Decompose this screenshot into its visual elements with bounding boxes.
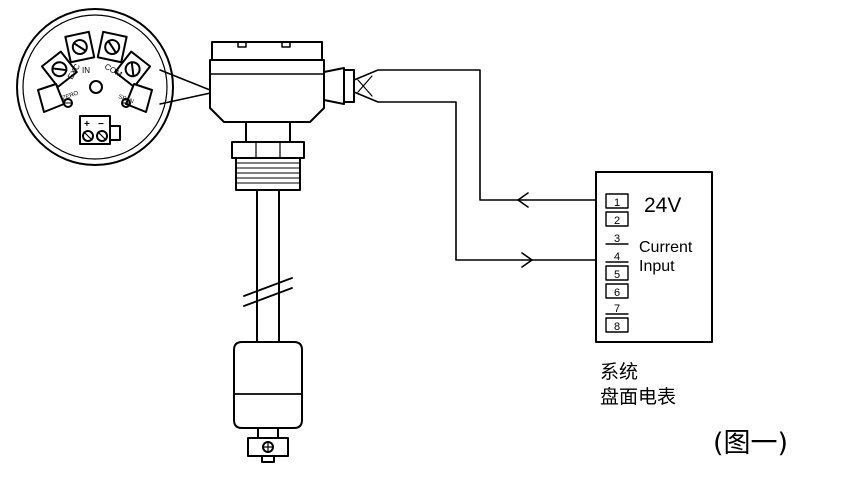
terminal-5-label: 5 [614,269,620,281]
meter-caption-line-1: 系统 [600,361,638,383]
housing-neck [245,121,291,143]
terminal-block-inner-ring [22,14,168,160]
terminal-2-box [605,211,629,227]
housing-body [209,59,325,123]
figure-label: (图一) [713,428,788,459]
hex-nut [231,141,305,159]
arrow-right [521,252,533,268]
terminal-1-box [605,193,629,209]
screw-terminal-in [64,30,96,64]
wire-twist [357,75,373,97]
screw-terminal-com [96,30,128,64]
right-mount-tab [125,83,153,113]
span-adjust-screw [121,98,131,108]
float [233,341,303,429]
meter-caption-line-2: 盘面电表 [600,386,676,408]
screw-terminal-4 [114,50,152,88]
bottom-stop-neck [257,427,279,439]
output-terminal-side [109,125,121,141]
transmitter [209,41,355,463]
terminal-4-label: 4 [614,251,620,263]
label-in: IN [82,66,90,75]
terminal-8-label: 8 [614,321,620,333]
label-plus: + [84,119,90,130]
supply-label: 24V [644,194,681,217]
terminal-8-box [605,317,629,333]
terminal-6-box [605,283,629,299]
callout-line-top [159,69,216,93]
terminal-2-label: 2 [614,215,620,227]
screw-terminal-exc [40,50,78,88]
arrow-left [517,192,529,208]
terminal-3-label: 3 [614,233,620,245]
terminal-7-label: 7 [614,303,620,315]
terminal-6-label: 6 [614,287,620,299]
terminal-1-label: 1 [614,197,620,209]
input-label: Input [639,258,675,275]
label-minus: − [98,119,104,130]
bottom-stop-pin [261,455,275,463]
callout-line-bottom [159,91,216,105]
housing-lid [211,41,323,61]
terminal-block-outline [16,8,174,166]
lid-notches [237,41,291,48]
center-hole [89,80,103,94]
terminal-strip [605,193,629,333]
wire-upper [353,69,607,201]
current-label: Current [639,239,693,256]
label-span: SPAN [117,94,134,105]
stem-break [243,277,293,307]
zero-adjust-screw [63,98,73,108]
terminal-5-box [605,265,629,281]
thread-lines [235,162,301,184]
cable-gland [323,67,345,105]
gland-nut [343,69,355,103]
output-terminal-screws [82,130,108,142]
label-zero: ZERO [62,90,80,101]
terminal-block-zoom [16,8,216,166]
wire-lower [353,91,607,261]
wiring [353,69,607,268]
